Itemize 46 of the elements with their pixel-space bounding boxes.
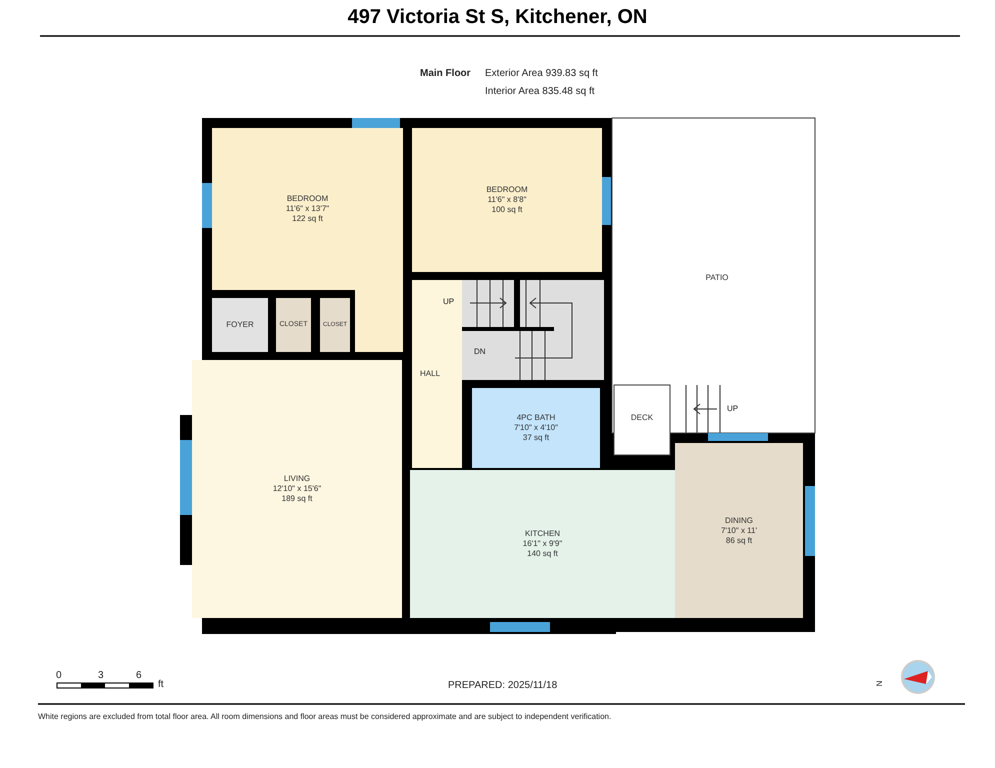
room <box>276 298 311 352</box>
room <box>192 360 402 618</box>
room-name: PATIO <box>706 273 728 283</box>
scale-number: 0 <box>56 670 62 681</box>
room-area: 37 sq ft <box>522 433 550 443</box>
room-dimensions: 11'6" x 8'8" <box>488 195 526 205</box>
room-area: 86 sq ft <box>726 536 752 546</box>
room-name: BEDROOM <box>486 185 528 195</box>
room-name: LIVING <box>284 474 310 484</box>
room <box>212 128 403 290</box>
room-name: DINING <box>725 516 753 526</box>
scale-unit: ft <box>158 679 164 690</box>
room <box>675 443 803 618</box>
room <box>320 298 350 352</box>
stair-direction: UP <box>443 297 454 306</box>
room-dimensions: 12'10" x 15'6" <box>272 484 322 494</box>
room-name: HALL <box>420 369 440 379</box>
area-text: Interior Area 835.48 sq ft <box>485 86 595 97</box>
floor-name: Main Floor <box>420 68 471 79</box>
room-dimensions: 16'1" x 9'9" <box>522 539 562 549</box>
room-area: 100 sq ft <box>492 205 522 215</box>
room-area: 189 sq ft <box>282 494 312 504</box>
room-dimensions: 11'6" x 13'7" <box>286 204 330 214</box>
room <box>412 128 602 272</box>
room-dimensions: 7'10" x 11' <box>721 526 757 536</box>
room-area: 140 sq ft <box>527 549 558 559</box>
room <box>472 388 600 468</box>
room-name: 4PC BATH <box>516 413 556 423</box>
stair-direction: DN <box>474 347 486 356</box>
room-name: DECK <box>630 413 654 423</box>
stair-direction: UP <box>727 404 738 413</box>
room-name: BEDROOM <box>286 194 328 204</box>
room <box>410 470 675 618</box>
page-title: 497 Victoria St S, Kitchener, ON <box>346 6 648 29</box>
room-dimensions: 7'10" x 4'10" <box>514 423 558 433</box>
scale-number: 6 <box>136 670 142 681</box>
room <box>412 280 462 468</box>
room <box>212 298 268 352</box>
scale-number: 3 <box>98 670 104 681</box>
room-name: FOYER <box>226 320 254 330</box>
area-text: Exterior Area 939.83 sq ft <box>485 68 598 79</box>
north-letter: N <box>874 680 884 686</box>
prepared-date: PREPARED: 2025/11/18 <box>448 680 558 691</box>
room-area: 122 sq ft <box>292 214 323 224</box>
disclaimer-note: White regions are excluded from total floor area. All room dimensions and floor areas must be considered approximate and are subject to independent verification. <box>38 712 612 721</box>
room-name: KITCHEN <box>524 529 560 539</box>
